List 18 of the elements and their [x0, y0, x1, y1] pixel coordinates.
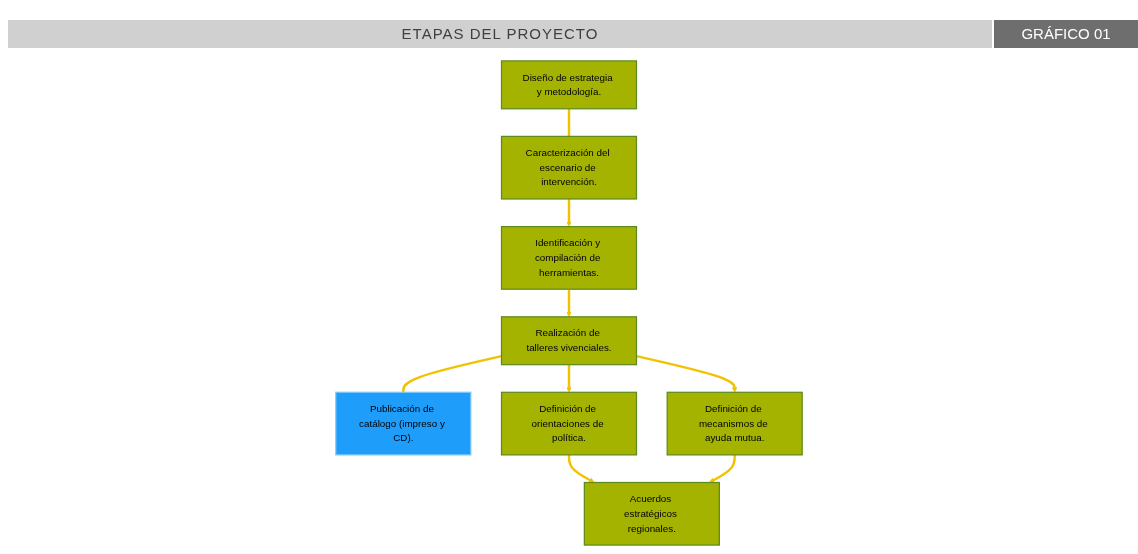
- arrow: [566, 199, 572, 227]
- title-banner: ETAPAS DEL PROYECTO: [8, 20, 992, 48]
- node-box: Realización de talleres vivenciales.: [500, 316, 638, 366]
- node-box: Definición de mecanismos de ayuda mutua.: [666, 391, 803, 456]
- arrow: [636, 354, 738, 393]
- node-box: Diseño de estrategia y metodología.: [500, 60, 638, 110]
- node-box: Identificación y compilación de herramientas.: [500, 226, 638, 290]
- arrow: [567, 454, 595, 483]
- node-box: Acuerdos estratégicos regionales.: [583, 481, 720, 546]
- arrow: [709, 454, 736, 483]
- figure-number: GRÁFICO 01: [994, 20, 1138, 48]
- connector: [402, 354, 502, 393]
- arrow: [566, 289, 572, 318]
- node-box: Publicación de catálogo (impreso y CD).: [335, 391, 472, 456]
- connector: [567, 108, 571, 137]
- node-box: Caracterización del escenario de intervención.: [500, 135, 638, 200]
- arrow: [566, 364, 572, 393]
- node-box: Definición de orientaciones de política.: [500, 391, 638, 456]
